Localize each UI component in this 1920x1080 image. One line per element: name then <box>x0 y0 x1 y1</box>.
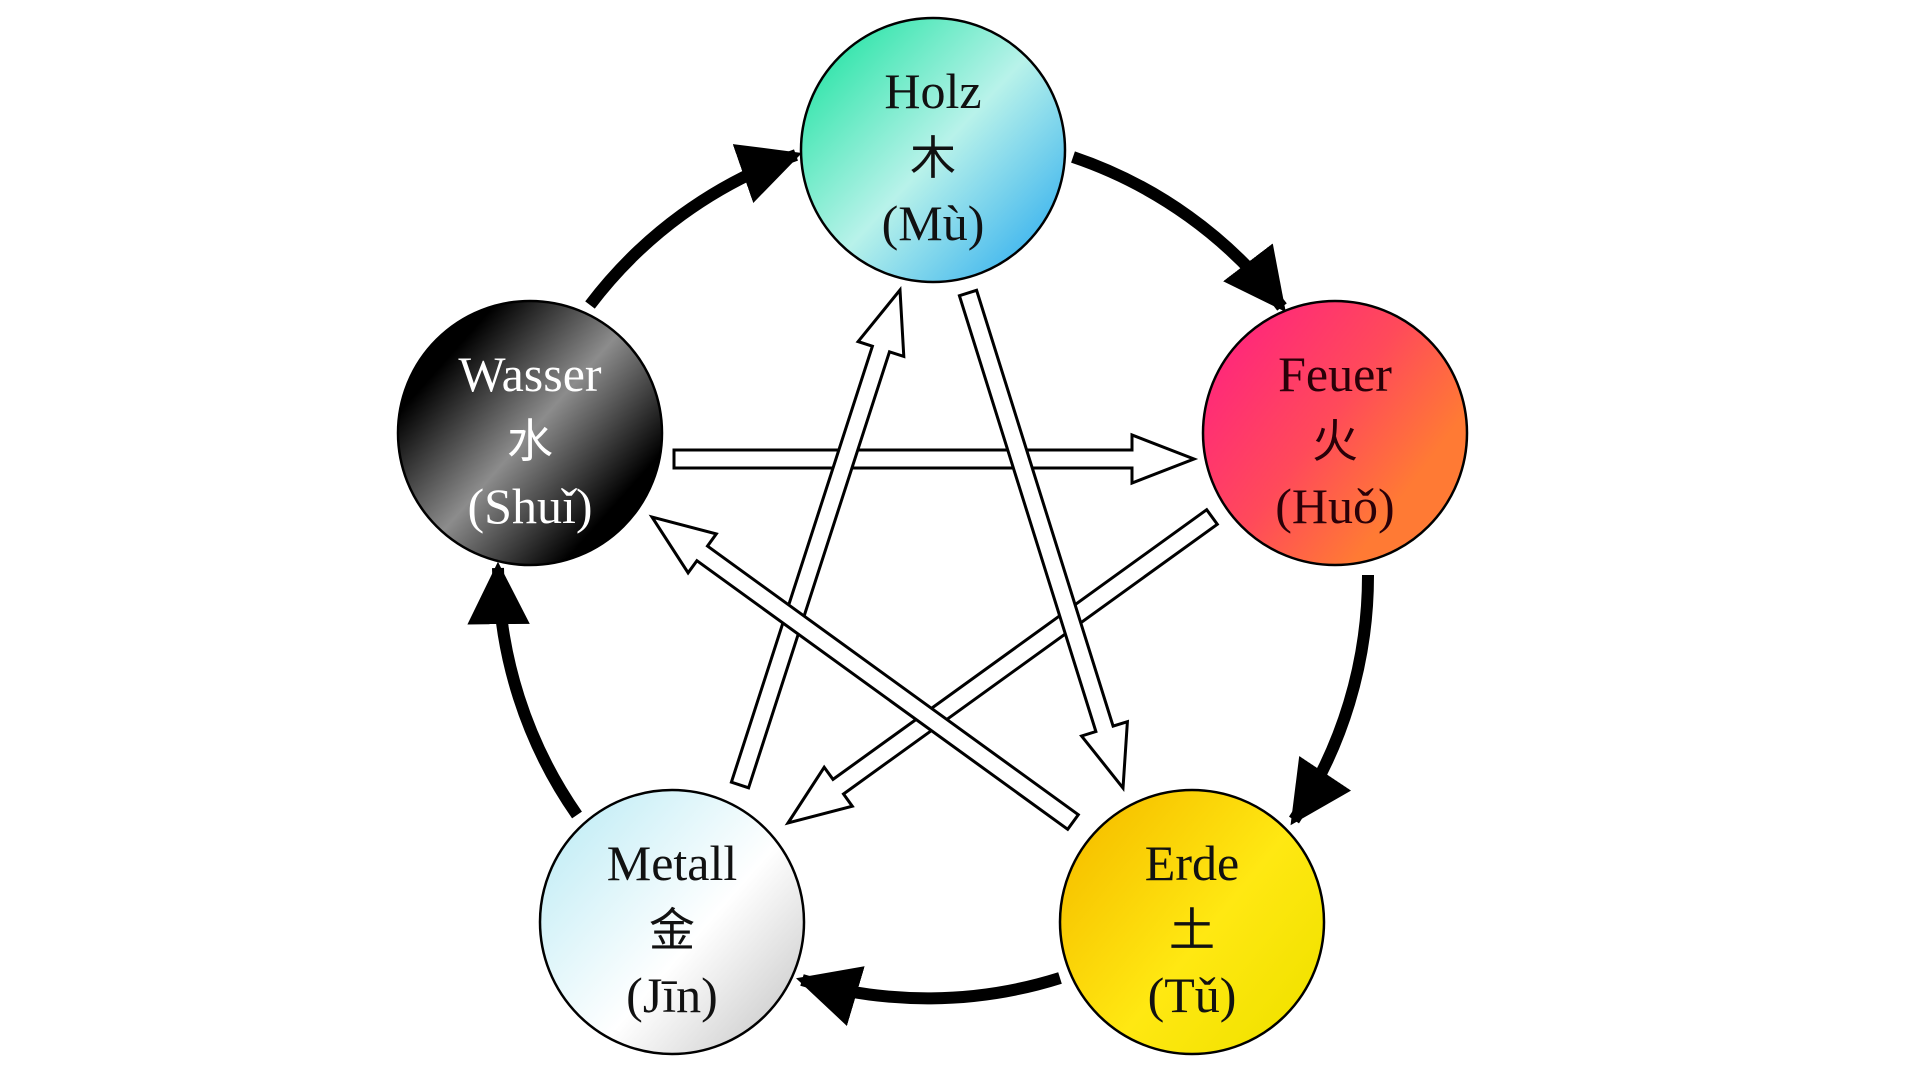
element-hanzi: 火 <box>1312 414 1358 468</box>
element-pinyin: (Mù) <box>882 195 985 251</box>
element-name: Feuer <box>1278 346 1392 402</box>
generating-cycle-arrows <box>467 144 1375 1026</box>
element-circle <box>799 16 1067 284</box>
element-node-wasser: Wasser 水 (Shuǐ) <box>396 299 664 567</box>
element-hanzi: 木 <box>910 131 956 185</box>
controlling-cycle-arrows <box>648 286 1220 832</box>
controlling-arrow-metall-holz <box>729 286 906 790</box>
generating-arrow-feuer-erde <box>1289 574 1375 826</box>
controlling-arrow-erde-wasser <box>648 514 1081 832</box>
element-name: Wasser <box>458 346 601 402</box>
generating-arrow-holz-feuer <box>1071 151 1287 312</box>
element-circle <box>396 299 664 567</box>
element-node-erde: Erde 土 (Tǔ) <box>1058 788 1326 1056</box>
element-node-feuer: Feuer 火 (Huǒ) <box>1201 299 1469 567</box>
controlling-arrow-feuer-metall <box>784 507 1220 826</box>
element-pinyin: (Jīn) <box>626 967 718 1023</box>
element-circle <box>538 788 806 1056</box>
element-name: Holz <box>884 63 981 119</box>
element-pinyin: (Shuǐ) <box>468 478 593 534</box>
element-hanzi: 水 <box>507 414 553 468</box>
element-hanzi: 金 <box>649 903 695 957</box>
generating-arrow-wasser-holz <box>585 144 802 309</box>
element-hanzi: 土 <box>1169 903 1215 957</box>
element-name: Metall <box>607 835 738 891</box>
controlling-arrow-holz-erde <box>957 288 1130 792</box>
element-node-holz: Holz 木 (Mù) <box>799 16 1067 284</box>
generating-arrow-metall-wasser <box>467 561 582 819</box>
element-nodes: Holz 木 (Mù) Feuer 火 (Huǒ) Erde 土 (Tǔ) Metall 金 (Jīn… <box>396 16 1469 1056</box>
generating-arrow-erde-metall <box>796 966 1062 1026</box>
element-name: Erde <box>1145 835 1239 891</box>
element-circle <box>1201 299 1469 567</box>
element-node-metall: Metall 金 (Jīn) <box>538 788 806 1056</box>
element-pinyin: (Tǔ) <box>1148 967 1237 1023</box>
element-circle <box>1058 788 1326 1056</box>
element-pinyin: (Huǒ) <box>1275 478 1394 534</box>
controlling-arrow-wasser-feuer <box>672 432 1199 486</box>
